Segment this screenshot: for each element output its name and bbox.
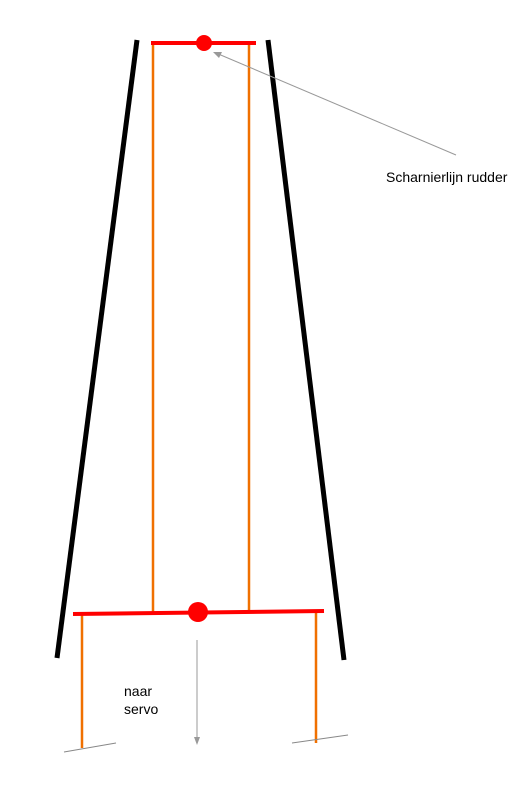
fuselage-left-wall	[54, 39, 140, 659]
servo-label-line1: naar	[124, 683, 153, 699]
servo-label: naar servo	[124, 682, 184, 718]
servo-pointer-arrowhead	[194, 737, 200, 745]
rudder-hinge-point	[196, 35, 212, 51]
hinge-pointer-line	[215, 52, 457, 156]
servo-label-line2: servo	[124, 701, 159, 717]
lower-pivot-point	[188, 602, 208, 622]
ground-tick-right	[291, 734, 349, 744]
hinge-line-label: Scharnierlijn rudder	[386, 169, 508, 185]
ground-tick-left	[63, 742, 117, 753]
hinge-pointer-arrowhead	[213, 52, 222, 58]
fuselage-right-wall	[265, 39, 347, 661]
